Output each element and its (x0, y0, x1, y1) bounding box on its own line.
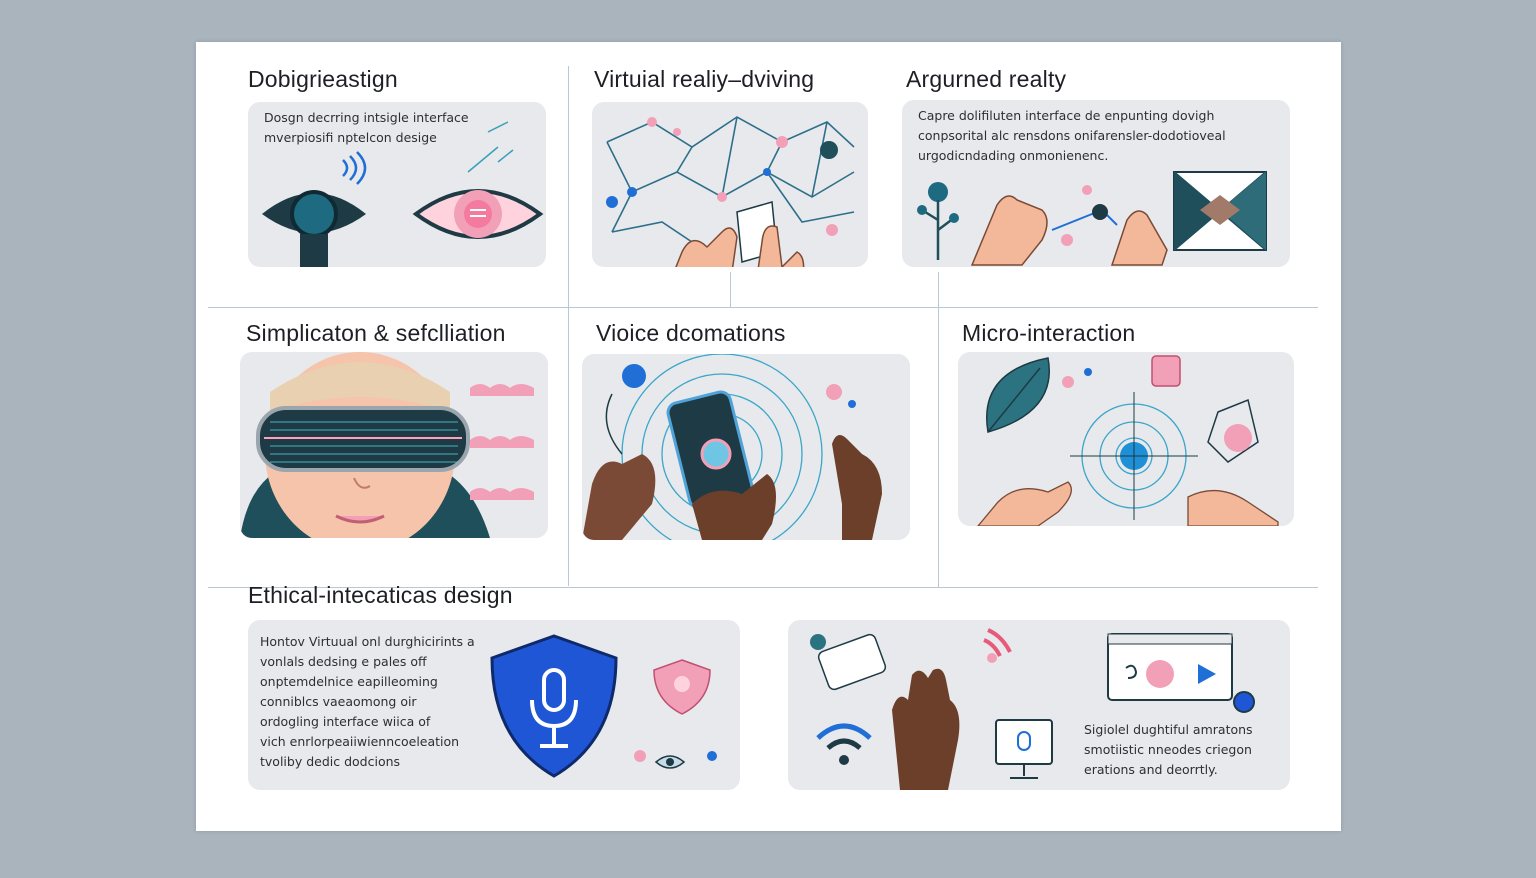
card-8: Sigiolel dughtiful amratons smotiistic n… (788, 620, 1290, 790)
card-2 (592, 102, 868, 267)
leaf-icon (986, 357, 1050, 433)
card-3: Capre dolifiluten interface de enpunting… (902, 100, 1290, 267)
wifi-icon (816, 723, 872, 765)
card-7: Hontov Virtuual onl durghicirints a vonl… (248, 620, 740, 790)
divider-row-2 (208, 587, 1318, 588)
card-1-desc-line-2: mverpiosifi nptelcon desige (264, 130, 437, 145)
card-5 (582, 354, 910, 540)
card-4 (240, 352, 548, 538)
card-6 (958, 352, 1294, 526)
hand-icon (675, 225, 805, 267)
video-player-icon (1107, 633, 1255, 713)
vr-headset-icon (240, 352, 534, 538)
card-7-desc-line-7: tvoliby dedic dodcions (260, 754, 401, 769)
ar-scene-icon (917, 171, 1267, 266)
card-7-desc-line-6: vich enrlorpeaiiwienncoeleation (260, 734, 460, 749)
target-icon (977, 355, 1279, 526)
divider-col-2 (938, 272, 939, 588)
section-title-2: Virtuial realiy–dviving (594, 66, 815, 92)
card-hand-icon (810, 628, 1053, 790)
infographic-sheet: Dobigrieastign Dosgn decrring intsigle i… (196, 42, 1341, 831)
section-title-6: Micro-interaction (962, 320, 1136, 346)
divider-row-1 (208, 307, 1318, 308)
phone-icon (582, 354, 882, 540)
card-1: Dosgn decrring intsigle interface mverpi… (248, 102, 546, 267)
card-3-desc-line-3: urgodicndading onmonienenc. (918, 148, 1109, 163)
divider-col-1 (568, 66, 569, 586)
card-7-desc-line-2: vonlals dedsing e pales off (260, 654, 427, 669)
card-8-desc-line-1: Sigiolel dughtiful amratons (1084, 722, 1253, 737)
pink-eye-icon (412, 189, 544, 239)
card-7-desc-line-1: Hontov Virtuual onl durghicirints a (260, 634, 475, 649)
privacy-icons (634, 659, 717, 769)
section-title-7: Ethical-intecaticas design (248, 582, 513, 608)
section-title-4: Simplicaton & sefclliation (246, 320, 506, 346)
eye-icon (262, 121, 514, 267)
card-8-desc-line-3: erations and deorrtly. (1084, 762, 1218, 777)
shield-mic-icon (490, 634, 618, 778)
section-title-5: Vioice dcomations (596, 320, 786, 346)
card-7-desc-line-5: ordogling interface wiica of (260, 714, 431, 729)
card-1-desc-line-1: Dosgn decrring intsigle interface (264, 110, 469, 125)
divider-col-3 (730, 272, 731, 308)
section-title-1: Dobigrieastign (248, 66, 398, 92)
section-title-3: Argurned realty (906, 66, 1067, 92)
card-3-desc-line-2: conpsorital alc rensdons onifarensler-do… (918, 128, 1226, 143)
card-7-desc-line-4: conniblcs vaeaomong oir (260, 694, 417, 709)
card-7-desc-line-3: onptemdelnice eapilleoming (260, 674, 438, 689)
card-3-desc-line-1: Capre dolifiluten interface de enpunting… (918, 108, 1215, 123)
card-8-desc-line-2: smotiistic nneodes criegon (1084, 742, 1252, 757)
